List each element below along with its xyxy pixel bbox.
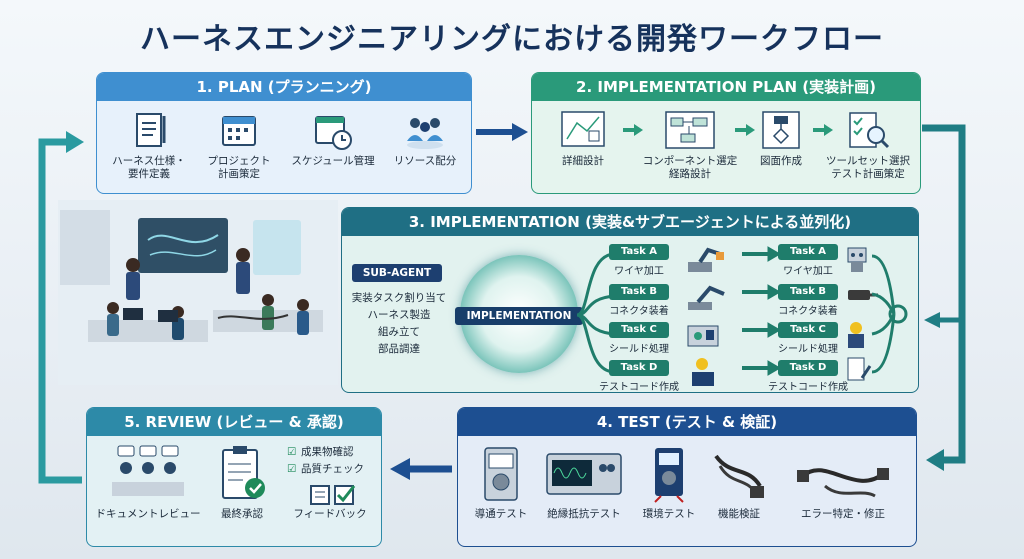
drawing-diagram-icon bbox=[762, 111, 800, 149]
test-item-continuity: 導通テスト bbox=[466, 446, 536, 521]
arrow-right-icon bbox=[476, 123, 528, 141]
task-robot-icons bbox=[687, 247, 725, 386]
impl-plan-item-component: コンポーネント選定 経路設計 bbox=[640, 109, 740, 181]
meter-probe-icon bbox=[654, 448, 684, 503]
task-b-label: コネクタ装着 bbox=[609, 306, 669, 317]
merge-icons bbox=[847, 247, 908, 381]
control-box-icon bbox=[687, 325, 719, 347]
calendar-clock-icon bbox=[315, 116, 352, 150]
arrow-right-icon bbox=[735, 124, 755, 136]
task-d-right-label: テストコード作成 bbox=[768, 382, 848, 393]
subagent-task-list: 実装タスク割り当て ハーネス製造 組み立て 部品調達 bbox=[351, 292, 447, 355]
plan-item-spec: ハーネス仕様・ 要件定義 bbox=[109, 111, 189, 181]
worker-icon bbox=[848, 322, 864, 348]
arrow-right-icon bbox=[623, 124, 643, 136]
plan-panel: 1. PLAN (プランニング) ハーネス仕様・ 要件定義 プロジェクト 計画策… bbox=[96, 72, 472, 194]
robot-arm-icon bbox=[688, 247, 724, 272]
implementation-header: 3. IMPLEMENTATION (実装&サブエージェントによる並列化) bbox=[342, 208, 918, 236]
review-item-docreview: ドキュメントレビュー bbox=[93, 444, 203, 521]
review-checklist: 成果物確認 品質チェック bbox=[287, 444, 364, 478]
team-office-illustration bbox=[58, 200, 338, 385]
task-a-badge: Task A bbox=[609, 244, 669, 260]
task-arrows bbox=[742, 246, 781, 376]
task-b-badge: Task B bbox=[609, 284, 669, 300]
test-item-insulation: 絶縁抵抗テスト bbox=[534, 446, 634, 521]
plan-item-project: プロジェクト 計画策定 bbox=[199, 111, 279, 181]
impl-plan-item-drawing: 図面作成 bbox=[746, 109, 816, 168]
team-discussion-icon bbox=[112, 445, 184, 496]
document-pen-icon bbox=[847, 357, 872, 381]
test-header: 4. TEST (テスト & 検証) bbox=[458, 408, 916, 436]
task-c-right-badge: Task C bbox=[778, 322, 838, 338]
loop-arrow-right bbox=[922, 124, 966, 471]
feedback-checkbox-icon bbox=[310, 485, 356, 505]
task-a-label: ワイヤ加工 bbox=[614, 266, 664, 277]
test-item-environment: 環境テスト bbox=[634, 446, 704, 521]
task-c-badge: Task C bbox=[609, 322, 669, 338]
impl-plan-panel: 2. IMPLEMENTATION PLAN (実装計画) 詳細設計 コンポーネ… bbox=[531, 72, 921, 194]
checklist-magnifier-icon bbox=[849, 112, 890, 149]
review-item-approval: 最終承認 bbox=[207, 444, 277, 521]
test-item-error-fix: エラー特定・修正 bbox=[778, 446, 908, 521]
impl-plan-header: 2. IMPLEMENTATION PLAN (実装計画) bbox=[532, 73, 920, 101]
page-title: ハーネスエンジニアリングにおける開発ワークフロー bbox=[140, 22, 884, 57]
calendar-icon bbox=[222, 116, 256, 146]
flowchart-icon bbox=[665, 111, 715, 149]
task-d-badge: Task D bbox=[609, 360, 669, 376]
engineer-laptop-icon bbox=[692, 358, 714, 386]
robot-icon bbox=[847, 247, 867, 272]
task-d-label: テストコード作成 bbox=[599, 382, 679, 393]
test-item-function: 機能検証 bbox=[704, 446, 774, 521]
plan-header: 1. PLAN (プランニング) bbox=[97, 73, 471, 101]
oscilloscope-icon bbox=[546, 453, 622, 495]
test-panel: 4. TEST (テスト & 検証) 導通テスト 絶縁抵抗テスト 環境テスト 機… bbox=[457, 407, 917, 547]
harness-connectors-icon bbox=[797, 468, 889, 498]
plan-item-schedule: スケジュール管理 bbox=[285, 111, 381, 168]
task-c-right-label: シールド処理 bbox=[778, 344, 838, 355]
arrow-left-icon bbox=[390, 458, 452, 480]
welding-robot-icon bbox=[688, 285, 725, 310]
team-meeting-icon bbox=[407, 118, 443, 149]
impl-plan-item-toolset: ツールセット選択 テスト計画策定 bbox=[818, 109, 918, 181]
task-a-right-badge: Task A bbox=[778, 244, 838, 260]
cable-harness-icon bbox=[714, 454, 764, 498]
review-header: 5. REVIEW (レビュー & 承認) bbox=[87, 408, 381, 436]
implementation-hub-label: IMPLEMENTATION bbox=[455, 307, 583, 325]
document-icon bbox=[136, 113, 166, 147]
arrow-right-icon bbox=[813, 124, 833, 136]
task-a-right-label: ワイヤ加工 bbox=[783, 266, 833, 277]
blueprint-icon bbox=[561, 111, 605, 147]
subagent-badge: SUB-AGENT bbox=[352, 264, 442, 282]
task-c-label: シールド処理 bbox=[609, 344, 669, 355]
task-b-right-label: コネクタ装着 bbox=[778, 306, 838, 317]
impl-plan-item-design: 詳細設計 bbox=[542, 109, 624, 168]
multimeter-icon bbox=[484, 447, 518, 501]
branch-arrows bbox=[576, 252, 616, 374]
approval-clipboard-icon bbox=[222, 446, 265, 499]
task-d-right-badge: Task D bbox=[778, 360, 838, 376]
loop-arrow-left bbox=[38, 131, 84, 484]
plan-item-resource: リソース配分 bbox=[385, 111, 465, 168]
task-b-right-badge: Task B bbox=[778, 284, 838, 300]
review-item-feedback: フィードバック bbox=[293, 508, 367, 520]
